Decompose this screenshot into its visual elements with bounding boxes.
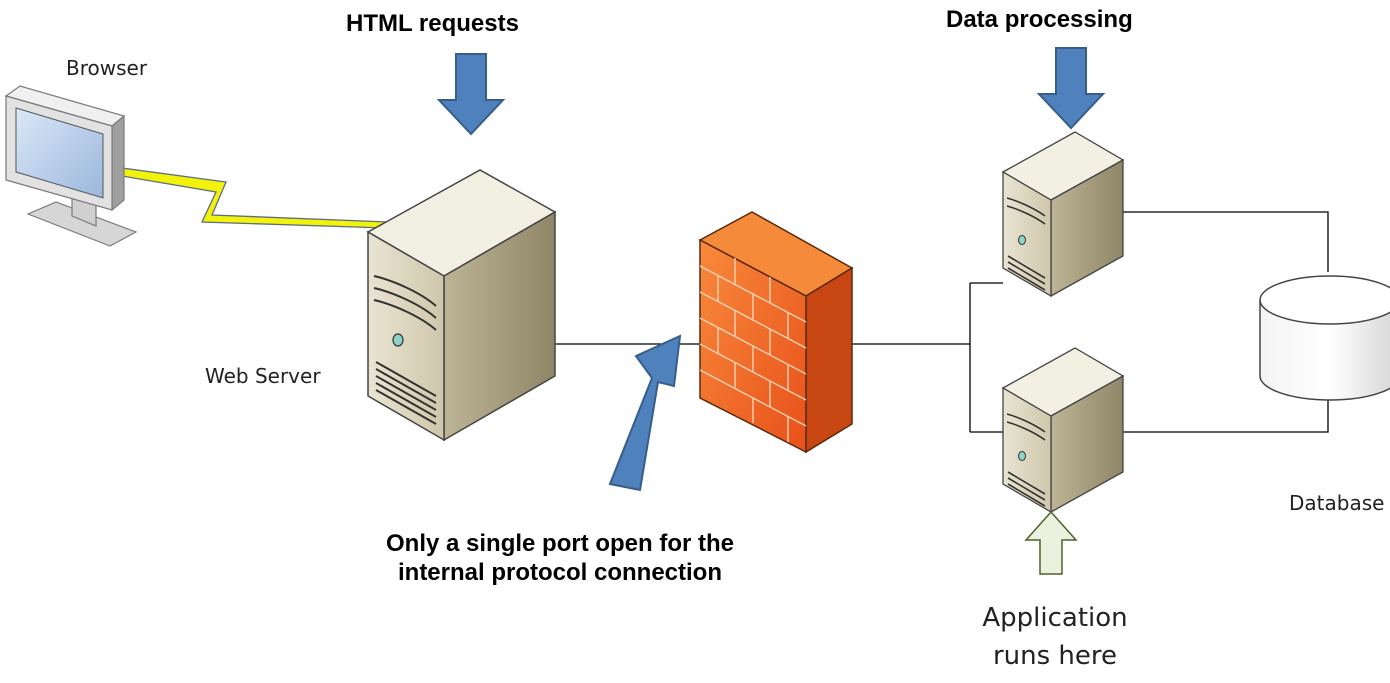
- html-requests-label: HTML requests: [346, 10, 519, 37]
- server-icon: [1001, 131, 1125, 298]
- application-label-line2: runs here: [992, 640, 1118, 671]
- data-processing-arrow: [1036, 47, 1106, 130]
- database-icon: [1259, 275, 1390, 401]
- firewall-icon: [698, 211, 854, 454]
- html-requests-arrow: [436, 53, 506, 136]
- server-icon: [1001, 347, 1125, 514]
- browser-label: Browser: [66, 56, 148, 80]
- application-label: Application runs here: [960, 600, 1150, 675]
- web-server-label: Web Server: [205, 364, 321, 388]
- single-port-arrow: [608, 334, 682, 492]
- data-processing-label: Data processing: [946, 6, 1133, 33]
- single-port-label: Only a single port open for the internal…: [300, 530, 820, 588]
- single-port-label-line1: Only a single port open for the: [385, 530, 735, 557]
- application-arrow: [1024, 510, 1078, 575]
- application-label-line1: Application: [982, 603, 1128, 633]
- lightning-link-icon: [121, 167, 389, 229]
- monitor-icon: [4, 85, 138, 247]
- database-label: Database: [1289, 491, 1385, 515]
- single-port-label-line2: internal protocol connection: [397, 558, 722, 586]
- connector-lines: [555, 211, 1329, 433]
- server-icon: [366, 169, 557, 442]
- link-bottom-server-database: [1123, 398, 1329, 433]
- link-top-server-database: [1123, 211, 1329, 272]
